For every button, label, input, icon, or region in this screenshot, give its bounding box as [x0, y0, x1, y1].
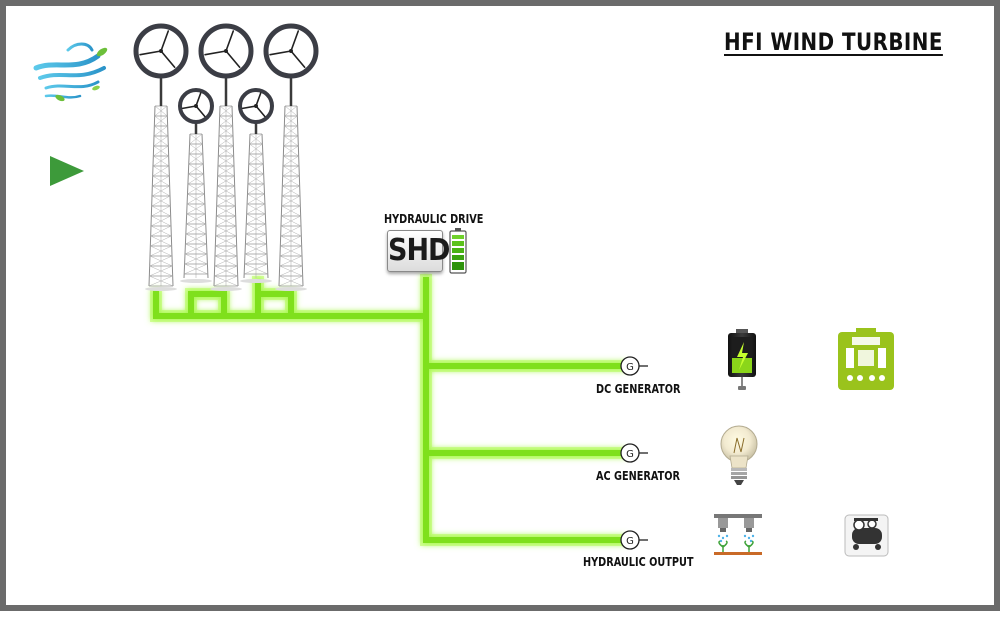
wind-turbine-array [133, 23, 319, 291]
hydraulic-pipes [150, 274, 627, 546]
generator-symbol-text: G [626, 449, 634, 460]
wind-icon [33, 42, 108, 102]
wind-turbine-tower [263, 23, 319, 291]
wind-turbine-tower [238, 88, 274, 283]
hydraulic-output-label: HYDRAULIC OUTPUT [583, 555, 694, 569]
play-arrow-icon[interactable] [50, 156, 84, 186]
hydraulic-drive-label: HYDRAULIC DRIVE [384, 212, 484, 226]
dc-generator-label: DC GENERATOR [596, 382, 681, 396]
generator-symbol-text: G [626, 536, 634, 547]
wind-turbine-tower [178, 88, 214, 283]
hydraulic-output-symbol: G [620, 530, 648, 550]
shd-charge-indicator [449, 228, 467, 274]
wind-turbine-tower [133, 23, 189, 291]
wind-turbine-tower [198, 23, 254, 291]
dc-generator-symbol: G [620, 356, 648, 376]
diagram-canvas: G G G [33, 23, 894, 557]
shd-badge: SHD [387, 230, 450, 272]
sprinkler-icon [714, 514, 762, 555]
ac-generator-symbol: G [620, 443, 648, 463]
air-compressor-icon [844, 514, 889, 557]
page-title: HFI WIND TURBINE [724, 28, 943, 56]
lightbulb-icon [720, 425, 758, 485]
battery-icon [728, 329, 756, 390]
ac-generator-label: AC GENERATOR [596, 469, 680, 483]
generator-symbol-text: G [626, 362, 634, 373]
battery-bank-icon [838, 328, 894, 390]
